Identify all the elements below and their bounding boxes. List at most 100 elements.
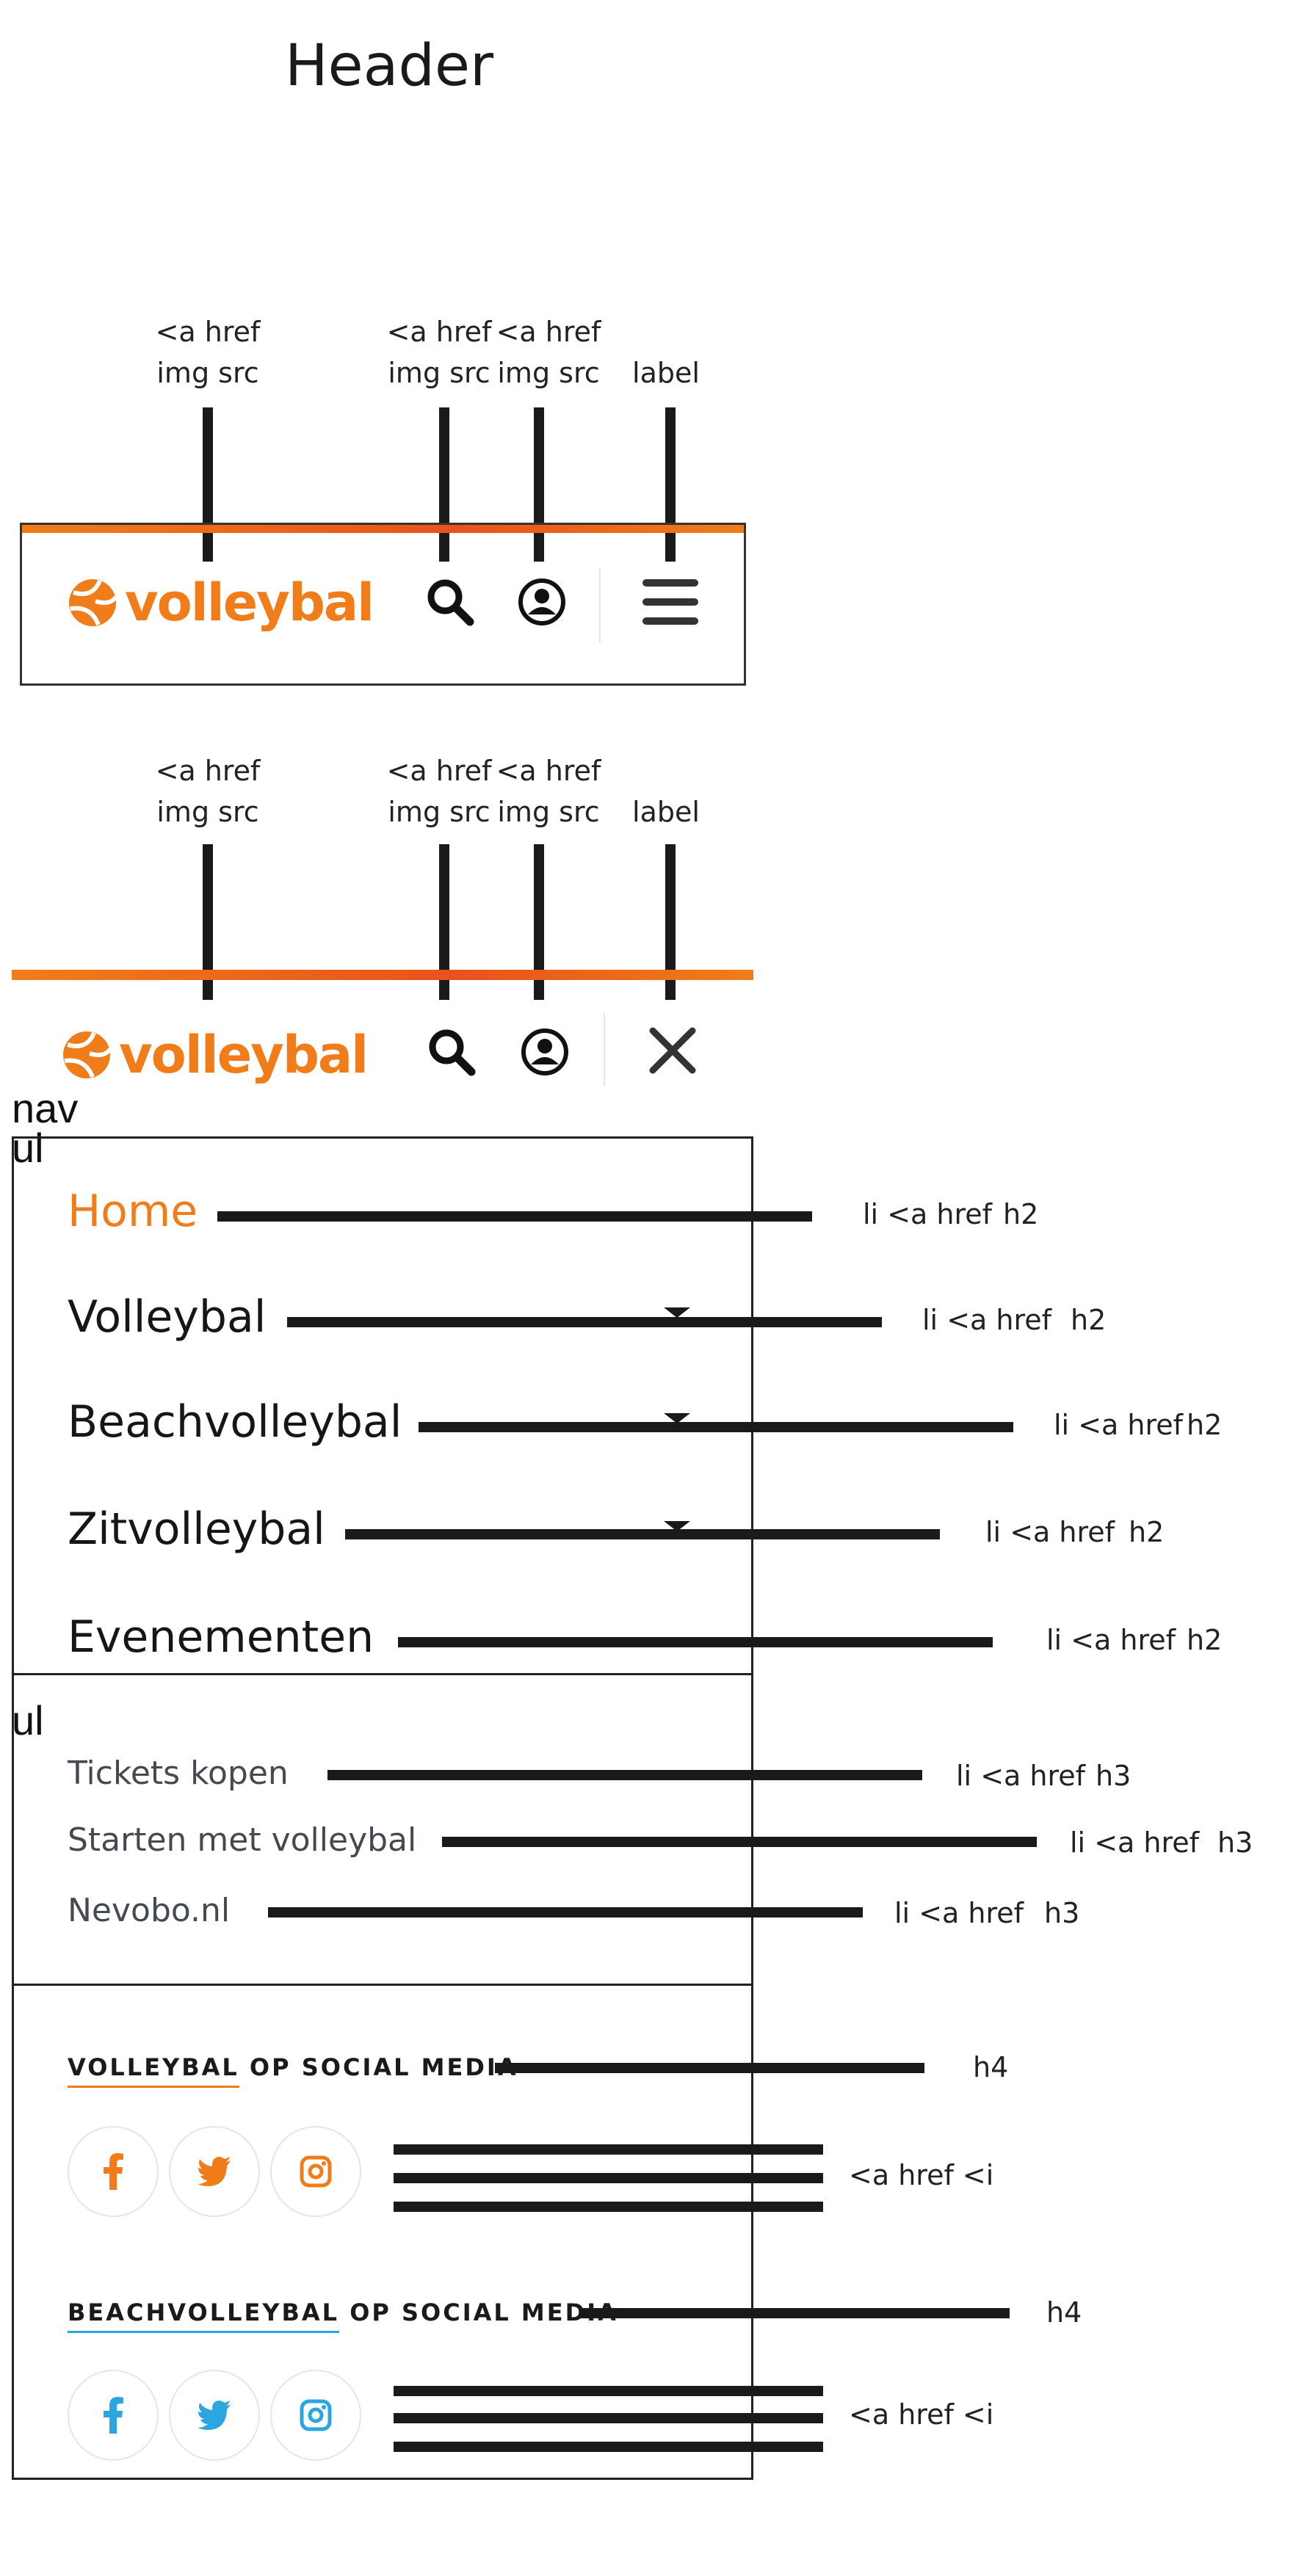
- annotation-pointer: [268, 1907, 863, 1918]
- annotation-text: h3: [1217, 1826, 1253, 1859]
- annotation-text: li <a href: [1054, 1409, 1184, 1441]
- annotation-text: h2: [1187, 1409, 1223, 1441]
- primary-nav-list: [12, 1136, 753, 1675]
- twitter-link[interactable]: [169, 2126, 260, 2217]
- brand-logo-link[interactable]: volleybal: [66, 573, 374, 633]
- search-icon[interactable]: [424, 576, 476, 628]
- annotation-pointer: [287, 1317, 882, 1327]
- annotation-pointer: [419, 1422, 1013, 1432]
- brand-name: volleybal: [119, 1025, 369, 1085]
- twitter-icon: [198, 2401, 231, 2430]
- toolbar-divider: [599, 569, 601, 642]
- annotation-text: h2: [1129, 1516, 1165, 1548]
- social-heading-beachvolleybal: BEACHVOLLEYBAL OP SOCIAL MEDIA: [68, 2299, 618, 2333]
- annotation-text: img src: [156, 796, 259, 828]
- facebook-icon: [104, 2153, 123, 2190]
- header-accent-strip: [12, 970, 753, 980]
- annotation-pointer: [398, 1637, 993, 1647]
- annotation-pointer: [345, 1529, 940, 1539]
- annotation-text: img src: [497, 796, 600, 828]
- ul-label: ul: [12, 1697, 44, 1744]
- facebook-link[interactable]: [68, 2370, 159, 2461]
- annotation-pointer: [534, 844, 544, 1000]
- nav-item-evenementen[interactable]: Evenementen: [68, 1611, 374, 1663]
- annotation-text: li <a href: [1046, 1624, 1176, 1656]
- annotation-pointer: [495, 2063, 924, 2073]
- hamburger-menu-icon[interactable]: [641, 578, 700, 626]
- social-heading-rest: OP SOCIAL MEDIA: [239, 2053, 518, 2081]
- brand-logo-link[interactable]: volleybal: [60, 1025, 369, 1085]
- annotation-text: <a href: [496, 316, 601, 348]
- annotation-pointer: [665, 844, 676, 1000]
- social-heading-brand: BEACHVOLLEYBAL: [68, 2299, 340, 2333]
- annotation-text: h4: [1046, 2296, 1082, 2329]
- annotation-text: img src: [497, 357, 600, 389]
- page-title: Header: [285, 33, 494, 99]
- nav-item-zitvolleybal[interactable]: Zitvolleybal: [68, 1503, 325, 1555]
- nav-item-beachvolleybal[interactable]: Beachvolleybal: [68, 1396, 402, 1448]
- social-heading-brand: VOLLEYBAL: [68, 2053, 239, 2088]
- annotation-pointer: [442, 1837, 1037, 1847]
- annotation-text: h4: [973, 2051, 1009, 2083]
- instagram-link[interactable]: [270, 2126, 361, 2217]
- annotation-text: h3: [1096, 1760, 1132, 1792]
- annotation-pointer: [394, 2144, 823, 2155]
- nav-item-home[interactable]: Home: [68, 1186, 198, 1237]
- chevron-down-icon[interactable]: [664, 1413, 690, 1423]
- nav-item-starten-met-volleybal[interactable]: Starten met volleybal: [68, 1821, 417, 1859]
- annotation-text: img src: [388, 796, 490, 828]
- header-accent-strip: [22, 525, 744, 533]
- nav-item-nevobo-nl[interactable]: Nevobo.nl: [68, 1892, 231, 1929]
- annotation-text: li <a href: [1070, 1826, 1200, 1859]
- annotation-text: li <a href: [894, 1897, 1024, 1929]
- annotation-text: li <a href: [863, 1198, 993, 1230]
- annotation-text: <a href: [155, 755, 261, 787]
- annotation-pointer: [327, 1770, 922, 1780]
- annotation-text: li <a href: [956, 1760, 1086, 1792]
- instagram-icon: [300, 2155, 332, 2188]
- nav-label: nav: [12, 1085, 79, 1131]
- volleyball-logo-icon: [69, 579, 118, 626]
- twitter-icon: [198, 2157, 231, 2186]
- close-icon[interactable]: [648, 1026, 697, 1075]
- social-heading-rest: OP SOCIAL MEDIA: [339, 2299, 618, 2326]
- annotation-pointer: [394, 2386, 823, 2396]
- annotation-text: h2: [1003, 1198, 1039, 1230]
- user-circle-icon[interactable]: [516, 576, 568, 628]
- nav-item-volleybal[interactable]: Volleybal: [68, 1291, 267, 1343]
- chevron-down-icon[interactable]: [664, 1307, 690, 1318]
- ul-label: ul: [12, 1125, 44, 1171]
- instagram-link[interactable]: [270, 2370, 361, 2461]
- header-closed: [20, 523, 746, 686]
- annotation-pointer: [217, 1211, 812, 1222]
- toolbar-divider: [604, 1013, 605, 1086]
- annotation-text: <a href <i: [849, 2159, 994, 2191]
- brand-name: volleybal: [125, 573, 374, 633]
- search-icon[interactable]: [426, 1026, 477, 1078]
- volleyball-logo-icon: [63, 1031, 112, 1078]
- social-heading-volleybal: VOLLEYBAL OP SOCIAL MEDIA: [68, 2053, 518, 2088]
- chevron-down-icon[interactable]: [664, 1521, 690, 1531]
- annotation-text: h2: [1187, 1624, 1223, 1656]
- annotation-text: h2: [1071, 1304, 1107, 1336]
- annotation-text: label: [632, 796, 700, 828]
- user-circle-icon[interactable]: [519, 1026, 571, 1078]
- annotation-text: li <a href: [985, 1516, 1115, 1548]
- annotation-text: <a href: [496, 755, 601, 787]
- annotation-text: label: [632, 357, 700, 389]
- instagram-icon: [300, 2399, 332, 2431]
- annotation-text: img src: [156, 357, 259, 389]
- nav-item-tickets-kopen[interactable]: Tickets kopen: [68, 1755, 289, 1792]
- annotation-text: <a href: [386, 755, 492, 787]
- annotation-pointer: [394, 2413, 823, 2423]
- facebook-link[interactable]: [68, 2126, 159, 2217]
- annotation-pointer: [439, 844, 449, 1000]
- twitter-link[interactable]: [169, 2370, 260, 2461]
- annotation-pointer: [203, 844, 213, 1000]
- annotation-text: <a href: [155, 316, 261, 348]
- social-section: [12, 1984, 753, 2480]
- annotation-text: img src: [388, 357, 490, 389]
- facebook-icon: [104, 2397, 123, 2434]
- annotation-text: <a href: [386, 316, 492, 348]
- annotation-pointer: [394, 2202, 823, 2212]
